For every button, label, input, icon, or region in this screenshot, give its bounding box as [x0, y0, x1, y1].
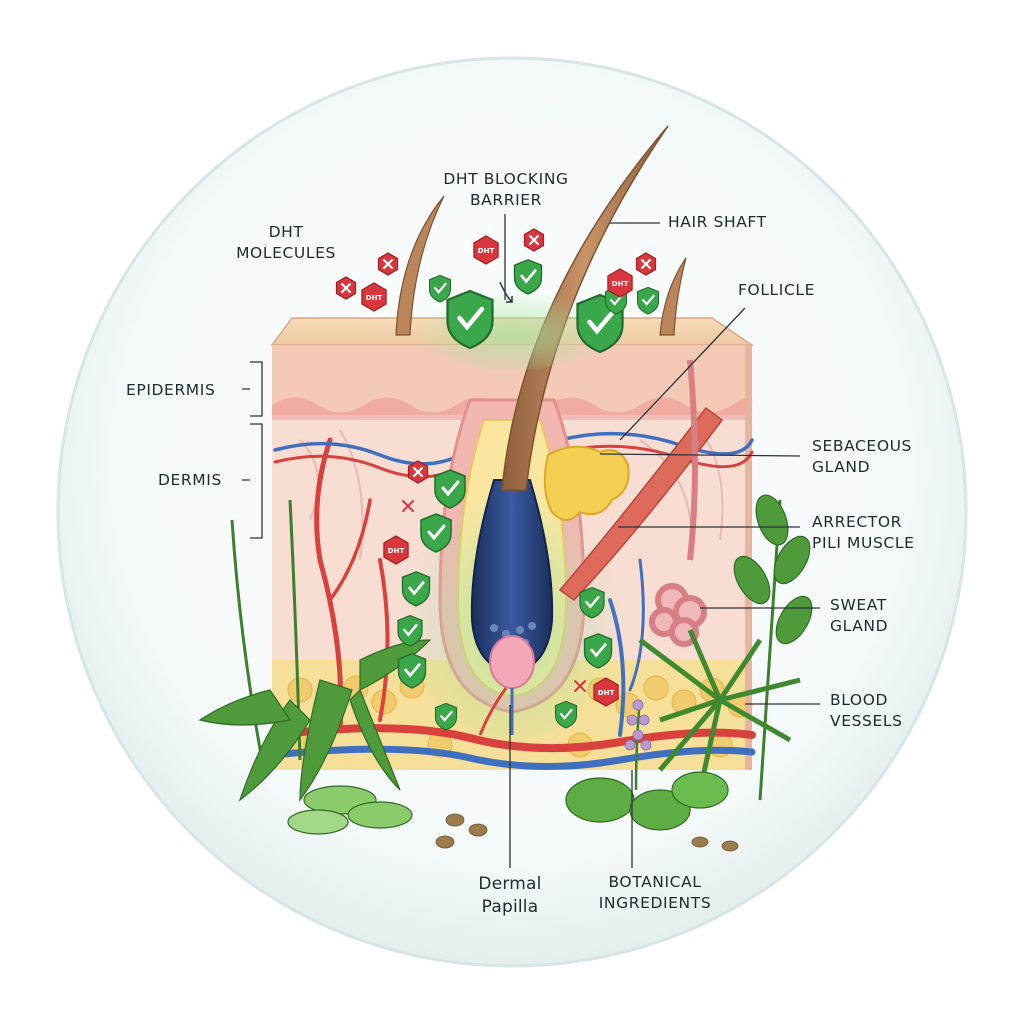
shield-check-icon	[434, 702, 458, 731]
hair-shaft	[501, 125, 669, 491]
blocked-molecule-icon	[523, 228, 545, 252]
label-line: DERMIS	[158, 471, 222, 489]
dht-molecule-icon: DHT	[361, 282, 387, 312]
shield-check-icon	[636, 286, 660, 315]
shield-check-icon	[397, 614, 423, 647]
leader-lines	[242, 214, 820, 868]
label-line: PILI MUSCLE	[812, 534, 915, 552]
shield-check-icon	[428, 274, 452, 303]
label-hair-shaft: HAIR SHAFT	[668, 212, 767, 233]
label-line: SEBACEOUS	[812, 437, 912, 455]
blocked-molecule-icon	[335, 276, 357, 300]
dht-molecule-icon: DHT	[383, 535, 409, 565]
blocked-molecule-icon	[377, 252, 399, 276]
label-line: DHT	[268, 223, 304, 241]
dht-molecule-label: DHT	[388, 547, 405, 555]
dht-molecule-label: DHT	[612, 280, 629, 288]
label-line: SWEAT	[830, 596, 887, 614]
dht-molecule-label: DHT	[478, 247, 495, 255]
label-line: Dermal	[478, 874, 542, 894]
label-sebaceous-gland: SEBACEOUS GLAND	[812, 436, 912, 478]
shield-check-icon	[579, 586, 605, 619]
label-dermal-papilla: Dermal Papilla	[460, 873, 560, 919]
barrier-arrow-icon	[499, 281, 513, 303]
label-line: ARRECTOR	[812, 513, 902, 531]
label-sweat-gland: SWEAT GLAND	[830, 595, 888, 637]
label-line: BLOOD	[830, 691, 889, 709]
label-line: GLAND	[830, 617, 889, 635]
label-line: VESSELS	[830, 712, 903, 730]
dht-molecule-icon: DHT	[473, 235, 499, 265]
seeds	[435, 813, 739, 852]
label-line: FOLLICLE	[738, 281, 816, 299]
shield-check-icon	[583, 633, 613, 669]
label-line: INGREDIENTS	[598, 894, 712, 912]
blocked-molecule-icon	[407, 460, 429, 484]
shield-check-icon	[434, 469, 466, 509]
botanical-plants-left	[198, 499, 432, 835]
label-follicle: FOLLICLE	[738, 280, 815, 301]
dht-molecule-icon: DHT	[607, 268, 633, 298]
label-line: EPIDERMIS	[126, 381, 216, 399]
label-line: GLAND	[812, 458, 871, 476]
label-line: DHT BLOCKING	[443, 170, 569, 188]
dht-molecule-label: DHT	[598, 689, 615, 697]
dht-molecule-icons: DHT DHT DHT DHT DHT	[335, 228, 657, 707]
label-epidermis: EPIDERMIS	[126, 380, 215, 401]
dermal-papilla	[489, 635, 535, 689]
shield-icons	[397, 259, 660, 731]
blocked-molecule-icon	[635, 252, 657, 276]
botanical-plants-right	[565, 494, 813, 831]
block-x-icon	[402, 500, 414, 512]
label-arrector-pili-muscle: ARRECTOR PILI MUSCLE	[812, 512, 914, 554]
label-dermis: DERMIS	[158, 470, 222, 491]
dht-molecule-label: DHT	[366, 294, 383, 302]
label-line: BARRIER	[469, 191, 543, 209]
sweat-gland	[649, 359, 707, 647]
label-dht-blocking-barrier: DHT BLOCKING BARRIER	[436, 169, 576, 211]
label-blood-vessels: BLOOD VESSELS	[830, 690, 903, 732]
block-x-icon	[574, 680, 586, 692]
shield-check-icon	[554, 700, 578, 729]
shield-check-icon	[446, 289, 494, 350]
label-line: HAIR SHAFT	[668, 213, 767, 231]
label-dht-molecules: DHT MOLECULES	[226, 222, 346, 264]
label-line: MOLECULES	[236, 244, 336, 262]
label-line: BOTANICAL	[608, 873, 702, 891]
label-line: Papilla	[481, 897, 539, 917]
dht-molecule-icon: DHT	[593, 677, 619, 707]
sebaceous-gland	[543, 445, 630, 521]
shield-check-icon	[420, 513, 452, 553]
arrector-pili-muscle	[558, 406, 724, 601]
shield-check-icon	[401, 571, 431, 607]
label-botanical-ingredients: BOTANICAL INGREDIENTS	[580, 872, 730, 914]
shield-check-icon	[397, 653, 427, 689]
shield-check-icon	[513, 259, 543, 295]
